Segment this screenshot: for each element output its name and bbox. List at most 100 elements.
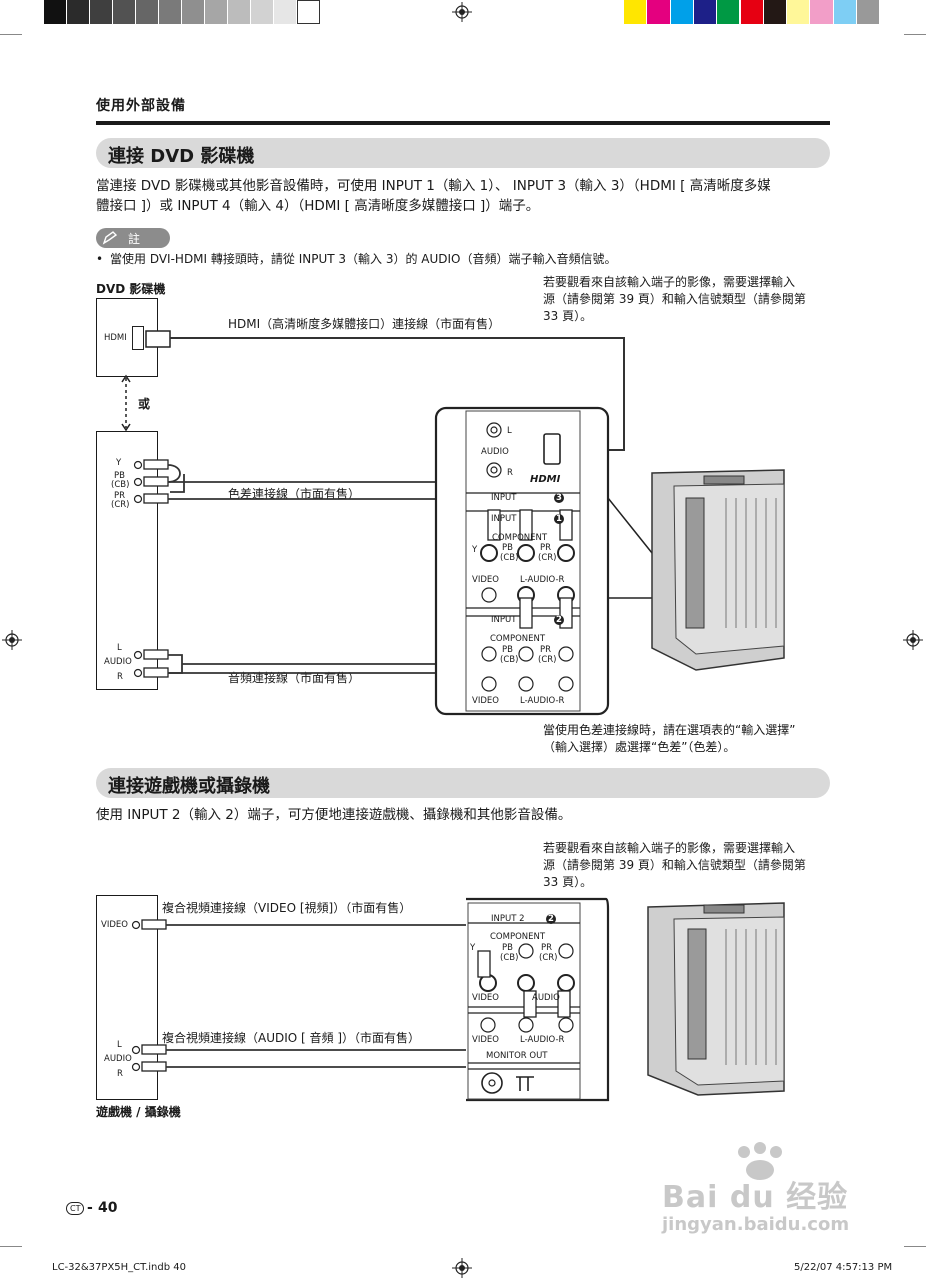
panel-video: VIDEO [472,575,499,585]
gray-swatch [251,0,274,24]
gray-swatch [182,0,205,24]
gray-swatch [90,0,113,24]
audio-cable-label-2: 複合視頻連接線（AUDIO [ 音頻 ]）（市面有售） [162,1031,421,1045]
section2-info-line3: 33 頁）。 [543,875,593,889]
section1-intro-line2: 體接口 ]）或 INPUT 4（輸入 4）（HDMI [ 高清晰度多媒體接口 ]… [96,198,540,214]
panel-cb2: (CB) [500,655,519,665]
dvd-audio-r-label: R [117,672,123,682]
component-cable-label: 色差連接線（市面有售） [228,487,361,501]
panel-audio-l: L [507,426,512,436]
dvd-hdmi-port-label: HDMI [104,333,127,343]
gray-swatch [67,0,90,24]
registration-mark-bottom [452,1258,472,1278]
footer-file: LC-32&37PX5H_CT.indb 40 [52,1262,186,1273]
hdmi-logo: HDMI [530,474,561,485]
gray-swatch [136,0,159,24]
dvd-cb-label: (CB) [111,480,130,490]
game-device-label: 遊戲機 / 攝錄機 [96,1105,181,1119]
panel-laudior: L-AUDIO-R [520,575,565,585]
note-bullet: • [96,252,104,266]
game-audio-l-label: L [117,1040,122,1050]
panel-video2: VIDEO [472,696,499,706]
game-video-port: VIDEO [101,920,128,930]
panel2-input2: INPUT 2 [491,914,525,924]
color-swatch [740,0,764,24]
panel2-laudior: L-AUDIO-R [520,1035,565,1045]
gray-swatch [113,0,136,24]
dvd-cr-label: (CR) [111,500,130,510]
dvd-pr-label: PR [114,491,126,501]
color-swatch [857,0,881,24]
page-number: 40 [98,1200,118,1216]
baidu-watermark: Bai du 经验 [662,1180,849,1215]
game-audio-r-label: R [117,1069,123,1079]
panel2-video: VIDEO [472,993,499,1003]
component-note-line2: （輸入選擇）處選擇“色差”（色差）。 [543,740,736,754]
panel2-input2-num: 2 [546,914,556,924]
color-swatch [624,0,648,24]
panel2-audio: AUDIO [532,993,560,1003]
panel-input2-num: 2 [554,615,564,625]
panel-audio-r: R [507,468,513,478]
component-note-line1: 當使用色差連接線時，請在選項表的“輸入選擇” [543,723,796,737]
gray-swatch [297,0,320,24]
panel-pr2: PR [540,645,552,655]
panel-cb: (CB) [500,553,519,563]
footer-date: 5/22/07 4:57:13 PM [794,1262,893,1273]
section1-banner: 連接 DVD 影碟機 [96,138,830,168]
gray-swatch [159,0,182,24]
panel-audio: AUDIO [481,447,509,457]
crop-mark [0,1246,22,1247]
color-swatch [763,0,788,24]
hdmi-plug [132,326,144,350]
panel-pb: PB [502,543,513,553]
paw-icon [738,1142,782,1180]
game-audio-label: AUDIO [104,1054,132,1064]
panel-pb2: PB [502,645,513,655]
section2-info-line2: 源（請參閱第 39 頁）和輸入信號類型（請參閱第 [543,858,806,872]
note-label: 註 [128,232,141,246]
language-badge: CT [66,1202,85,1215]
header-rule [96,121,830,125]
crop-mark [0,34,22,35]
section2-banner: 連接遊戲機或攝錄機 [96,768,830,798]
section1-info-line2: 源（請參閱第 39 頁）和輸入信號類型（請參閱第 [543,292,806,306]
dvd-y-label: Y [116,458,122,468]
game-connection-diagram [131,897,785,1102]
color-swatch [833,0,857,24]
section1-title: 連接 DVD 影碟機 [108,146,255,167]
dvd-audio-l-label: L [117,643,122,653]
note-text: 當使用 DVI-HDMI 轉接頭時，請從 INPUT 3（輸入 3）的 AUDI… [110,252,617,266]
panel-input1: INPUT [491,514,517,524]
panel-cr2: (CR) [538,655,557,665]
section-header: 使用外部設備 [96,98,186,114]
registration-mark-top [452,2,472,22]
panel-y: Y [472,545,478,555]
section2-intro: 使用 INPUT 2（輸入 2）端子，可方便地連接遊戲機、攝錄機和其他影音設備。 [96,807,572,823]
panel2-component: COMPONENT [490,932,546,942]
section1-info-line3: 33 頁）。 [543,309,593,323]
panel2-pr: PR [541,943,553,953]
audio-cable-label: 音頻連接線（市面有售） [228,671,361,685]
panel-input3-num: 3 [554,493,564,503]
gray-swatch [44,0,67,24]
or-label: 或 [138,397,151,411]
page-dash: - [87,1200,93,1216]
panel2-pb: PB [502,943,513,953]
panel-component: COMPONENT [492,533,548,543]
panel2-cb: (CB) [500,953,519,963]
hdmi-cable-label: HDMI（高清晰度多媒體接口）連接線（市面有售） [228,317,501,331]
panel-cr: (CR) [538,553,557,563]
dvd-audio-label: AUDIO [104,657,132,667]
watermark-url: jingyan.baidu.com [662,1214,850,1235]
section2-title: 連接遊戲機或攝錄機 [108,776,270,797]
panel-input1-num: 1 [554,514,564,524]
panel-input3: INPUT [491,493,517,503]
panel2-cr: (CR) [539,953,558,963]
dvd-device-label: DVD 影碟機 [96,282,166,296]
panel-input2: INPUT [491,615,517,625]
crop-mark [904,1246,926,1247]
color-swatch [810,0,834,24]
panel-component2: COMPONENT [490,634,546,644]
section1-intro-line1: 當連接 DVD 影碟機或其他影音設備時，可使用 INPUT 1（輸入 1）、 I… [96,178,771,194]
